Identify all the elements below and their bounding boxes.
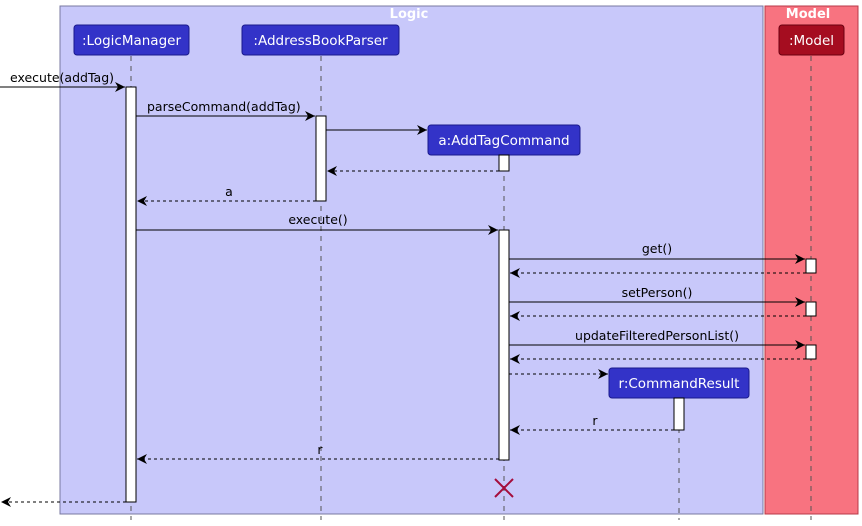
participant-commandresult-label: r:CommandResult [619, 376, 740, 392]
message-return-r-addtagcommand-label: r [317, 442, 323, 457]
message-updatefilteredpersonlist: updateFilteredPersonList() [509, 328, 805, 350]
group-logic: Logic [59, 5, 764, 515]
destroy-x-icon [494, 478, 514, 498]
participant-addtagcommand[interactable]: a:AddTagCommand [427, 124, 581, 156]
message-parsecommand: parseCommand(addTag) [136, 99, 315, 121]
message-get-label: get() [642, 241, 672, 256]
message-parsecommand-label: parseCommand(addTag) [147, 99, 301, 114]
message-execute-addtag: execute(addTag) [0, 70, 125, 92]
group-model-title: Model [786, 7, 830, 22]
message-updatefilteredpersonlist-label: updateFilteredPersonList() [575, 328, 739, 343]
activation-model-1 [805, 258, 817, 274]
message-return-a: a [137, 184, 316, 206]
activation-logicmanager [125, 86, 137, 503]
participant-commandresult[interactable]: r:CommandResult [608, 367, 750, 399]
group-logic-title: Logic [390, 7, 429, 22]
participant-addressbookparser-label: :AddressBookParser [253, 33, 388, 49]
message-execute: execute() [136, 212, 498, 235]
activation-model-2 [805, 301, 817, 317]
message-get: get() [509, 241, 805, 264]
message-setperson-label: setPerson() [622, 285, 693, 300]
activation-addtagcommand-1 [498, 154, 510, 172]
activation-commandresult [673, 397, 685, 431]
participant-logicmanager[interactable]: :LogicManager [73, 24, 190, 56]
activations [125, 86, 817, 503]
participant-model[interactable]: :Model [778, 24, 845, 56]
activation-addressbookparser [315, 115, 327, 202]
message-execute-label: execute() [288, 212, 347, 227]
message-return-r-addtagcommand: r [137, 442, 499, 464]
messages: execute(addTag) parseCommand(addTag) a e… [0, 70, 806, 507]
activation-model-3 [805, 344, 817, 360]
message-setperson: setPerson() [509, 285, 805, 307]
message-return-r-commandresult: r [510, 413, 674, 435]
participant-logicmanager-label: :LogicManager [82, 33, 181, 49]
activation-addtagcommand-2 [498, 229, 510, 461]
message-return-r-commandresult-label: r [592, 413, 598, 428]
participant-addressbookparser[interactable]: :AddressBookParser [241, 24, 400, 56]
message-execute-addtag-label: execute(addTag) [10, 70, 114, 85]
participant-model-label: :Model [789, 33, 834, 49]
message-return-a-label: a [225, 184, 233, 199]
participant-addtagcommand-label: a:AddTagCommand [438, 133, 569, 149]
